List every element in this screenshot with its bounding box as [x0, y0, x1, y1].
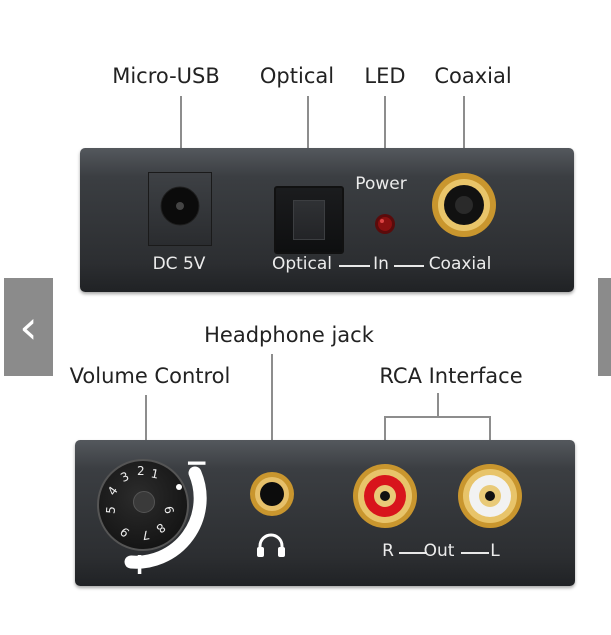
chevron-left-icon: ‹ [19, 300, 38, 354]
bottom-panel: − + 1 2 3 4 5 6 7 8 9 R [75, 440, 575, 586]
volume-minus-sign: − [185, 446, 209, 479]
headphone-leader [271, 354, 273, 482]
label-dash [394, 265, 424, 267]
power-label: Power [355, 174, 407, 194]
volume-plus-sign: + [127, 547, 153, 582]
label-dash [339, 265, 370, 267]
volume-control-callout: Volume Control [69, 364, 231, 388]
optical-panel-label: Optical [271, 254, 333, 274]
knob-dot [176, 484, 182, 490]
rca-interface-callout: RCA Interface [379, 364, 523, 388]
coaxial-leader [463, 96, 465, 196]
prev-image-button[interactable]: ‹ [4, 278, 53, 376]
headphone-jack-callout: Headphone jack [204, 323, 374, 347]
label-dash [461, 552, 489, 554]
r-label: R [382, 541, 394, 561]
rca-right-jack [353, 464, 417, 528]
optical-port [274, 186, 344, 254]
next-image-button[interactable] [598, 278, 611, 376]
coaxial-callout: Coaxial [434, 64, 512, 88]
l-label: L [490, 541, 500, 561]
volume-leader [145, 395, 147, 477]
dial-number: 2 [137, 464, 145, 478]
label-dash [399, 552, 427, 554]
dial-number: 7 [140, 527, 151, 543]
dc-jack-hole [160, 186, 200, 226]
optical-callout: Optical [259, 64, 335, 88]
micro-usb-callout: Micro-USB [112, 64, 220, 88]
dial-number: 8 [153, 520, 169, 536]
led-leader [384, 96, 386, 182]
micro-usb-leader [180, 96, 182, 196]
led-indicator [375, 214, 395, 234]
dial-number: 1 [149, 466, 161, 482]
volume-knob[interactable]: 1 2 3 4 5 6 7 8 9 [97, 459, 189, 551]
in-label: In [373, 254, 389, 274]
headphone-jack [250, 472, 294, 516]
led-callout: LED [364, 64, 406, 88]
dc-jack [148, 172, 212, 246]
headphone-icon [257, 533, 285, 557]
dial-number: 4 [104, 483, 121, 499]
volume-arc [124, 466, 207, 569]
coaxial-jack [432, 173, 496, 237]
coaxial-panel-label: Coaxial [428, 254, 492, 274]
knob-center [133, 491, 155, 513]
rca-leader [437, 393, 439, 417]
dial-number: 3 [118, 469, 132, 485]
rca-left-jack [458, 464, 522, 528]
dial-number: 6 [161, 505, 177, 515]
rca-bracket [384, 416, 491, 418]
dial-number: 5 [103, 505, 119, 515]
dial-number: 9 [117, 524, 133, 540]
out-label: Out [423, 541, 455, 561]
dc-label: DC 5V [152, 254, 206, 274]
top-panel: DC 5V Power Optical In Coaxial [80, 148, 574, 292]
